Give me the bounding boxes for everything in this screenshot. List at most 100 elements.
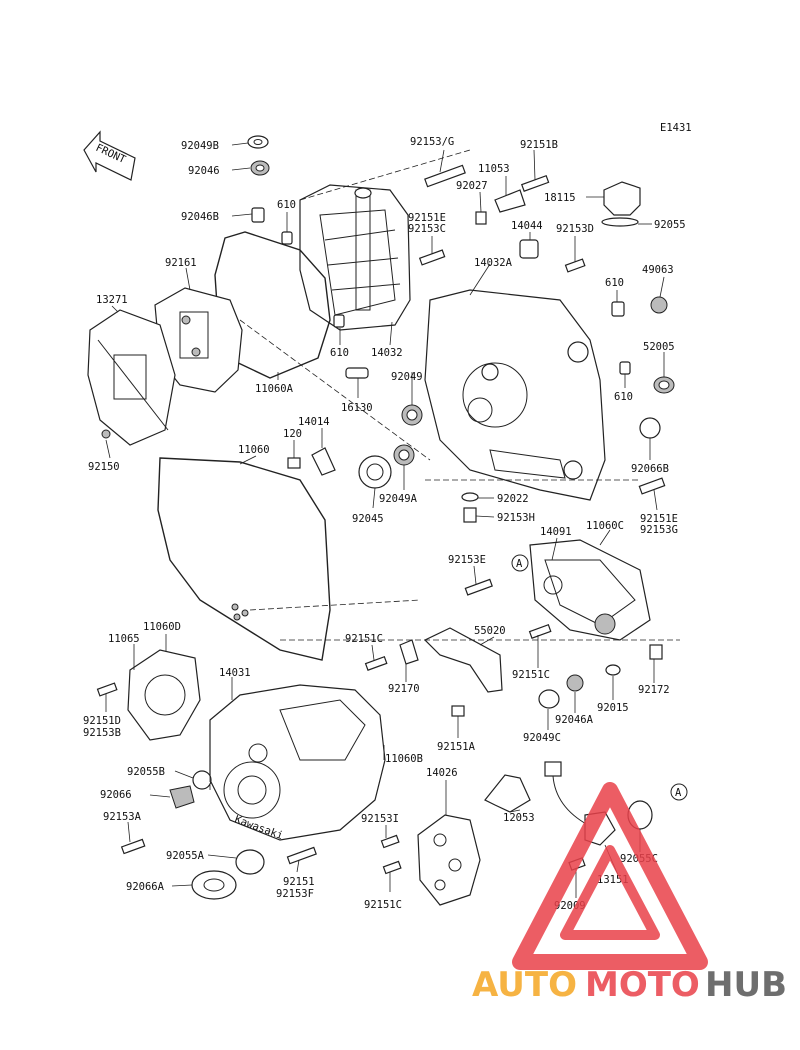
part-label-92151: 92151: [283, 876, 315, 888]
callout-a-text-lower: A: [675, 787, 682, 799]
washer-92015: [605, 664, 621, 676]
connector-13151: [544, 761, 562, 777]
part-label-92046a: 92046A: [555, 714, 594, 726]
part-label-92153i: 92153I: [361, 813, 399, 825]
part-label-92049c: 92049C: [523, 732, 561, 744]
gasket-11060c: [544, 559, 636, 626]
ring-92066b: [639, 417, 661, 439]
cover-14026: [417, 814, 481, 906]
part-label-14032: 14032: [371, 347, 403, 359]
bolt-92151c-c: [382, 860, 402, 875]
bolt-92151: [286, 846, 317, 865]
bolt-92153a: [120, 838, 146, 855]
front-arrow-icon: [83, 130, 136, 181]
part-label-11060d: 11060D: [143, 621, 181, 633]
part-label-92151e-lower: 92151E: [640, 513, 678, 525]
part-label-610-a: 610: [277, 199, 296, 211]
part-label-11053: 11053: [478, 163, 510, 175]
part-label-92170: 92170: [388, 683, 420, 695]
watermark: AUTO MOTO HUB: [472, 782, 787, 1005]
part-label-92153g-lower: 92153G: [640, 524, 678, 536]
part-label-92151b: 92151B: [520, 139, 558, 151]
gasket-11060: [157, 457, 331, 661]
part-label-11060: 11060: [238, 444, 270, 456]
part-label-11060b: 11060B: [385, 753, 423, 765]
part-label-11060a: 11060A: [255, 383, 294, 395]
part-label-92066b: 92066B: [631, 463, 669, 475]
part-label-92027: 92027: [456, 180, 488, 192]
bracket-14014: [311, 447, 336, 476]
part-label-92151d: 92151D: [83, 715, 121, 727]
part-label-92153d: 92153D: [556, 223, 594, 235]
bolt-92151c-a: [364, 655, 388, 671]
clamp-92170: [399, 639, 419, 665]
bolt-92153e: [464, 578, 493, 596]
part-label-11060c: 11060C: [586, 520, 624, 532]
bolt-92151b: [520, 174, 550, 192]
callout-a-lower: A: [670, 783, 688, 801]
part-label-92153a: 92153A: [103, 811, 142, 823]
part-labels: 92049B 92046 92046B 610 92161 13271 9215…: [83, 136, 686, 912]
part-label-92151c-b: 92151C: [512, 669, 550, 681]
part-label-92151e-top: 92151E: [408, 212, 446, 224]
part-label-92055: 92055: [654, 219, 686, 231]
bolt-92172: [649, 644, 663, 660]
bolt-92153d: [564, 258, 586, 273]
bearing-92045: [358, 455, 392, 489]
cap-49063: [650, 296, 668, 314]
watermark-text-moto: MOTO: [585, 965, 700, 1005]
bolt-92151d: [96, 682, 118, 697]
part-label-13271: 13271: [96, 294, 128, 306]
part-label-14044: 14044: [511, 220, 543, 232]
part-label-92151a: 92151A: [437, 741, 476, 753]
plug-92066: [169, 785, 195, 809]
part-label-92153b: 92153B: [83, 727, 121, 739]
washer-92049b: [247, 135, 269, 149]
o-ring-92055: [601, 217, 639, 227]
part-label-49063: 49063: [642, 264, 674, 276]
bolt-92151e-top: [418, 249, 446, 266]
part-label-610-b: 610: [330, 347, 349, 359]
part-label-92153f: 92153F: [276, 888, 314, 900]
part-label-14032a: 14032A: [474, 257, 513, 269]
crankcase-cover-14031: [209, 684, 386, 841]
bolt-92151a: [451, 705, 465, 717]
bolt-92153h: [463, 507, 477, 523]
part-label-92055b: 92055B: [127, 766, 165, 778]
part-label-610-d: 610: [614, 391, 633, 403]
part-label-92153g: 92153/G: [410, 136, 454, 148]
dowel-pin-610-b: [333, 314, 345, 328]
watermark-text-hub: HUB: [705, 965, 787, 1005]
part-label-92015: 92015: [597, 702, 629, 714]
part-label-16130: 16130: [341, 402, 373, 414]
part-label-92172: 92172: [638, 684, 670, 696]
cover-14091: [529, 539, 651, 641]
part-label-92049a: 92049A: [379, 493, 418, 505]
pin-16130: [345, 367, 369, 379]
o-ring-92055b: [192, 770, 212, 790]
plug-14044: [519, 239, 539, 259]
part-label-92066: 92066: [100, 789, 132, 801]
bolt-92151e-lower: [638, 477, 666, 495]
part-label-120: 120: [283, 428, 302, 440]
dowel-pin-610-c: [611, 301, 625, 317]
clamp-11053: [494, 189, 526, 213]
clutch-cover-14032: [299, 184, 411, 331]
plate-13271: [87, 309, 176, 446]
callout-a-text-upper: A: [516, 558, 523, 570]
guide-12053: [484, 774, 531, 813]
plug-92066a: [191, 870, 237, 900]
bolt-120: [287, 457, 301, 469]
watermark-triangle-icon: [512, 782, 708, 970]
washer-92022: [461, 492, 479, 502]
part-label-92151c-a: 92151C: [345, 633, 383, 645]
part-label-610-c: 610: [605, 277, 624, 289]
bushing-92046b: [251, 207, 265, 223]
part-label-92022: 92022: [497, 493, 529, 505]
seal-92049c: [538, 689, 560, 709]
bolt-92150: [101, 429, 111, 439]
part-label-92055a: 92055A: [166, 850, 205, 862]
part-label-92046: 92046: [188, 165, 220, 177]
